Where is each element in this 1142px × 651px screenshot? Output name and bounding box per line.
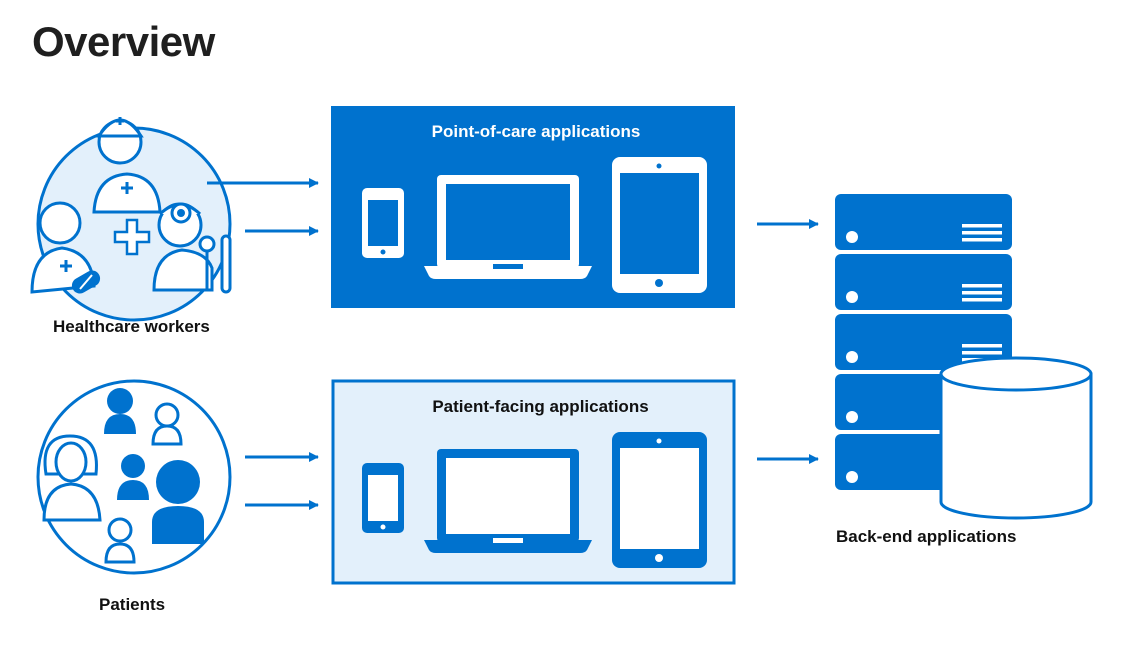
point-of-care-title: Point-of-care applications — [431, 122, 641, 141]
patients-label: Patients — [99, 595, 166, 614]
healthcare-workers-icon — [30, 117, 232, 322]
patient-filled-large-icon — [152, 460, 204, 544]
back-end-label: Back-end applications — [836, 527, 1017, 546]
phone-icon — [362, 463, 404, 533]
tablet-icon — [612, 432, 707, 568]
tablet-icon — [612, 157, 707, 293]
worker-right-icon — [152, 202, 232, 294]
doctor-center-icon — [92, 172, 162, 214]
patient-woman-icon — [42, 434, 102, 522]
patients-icon — [36, 379, 232, 575]
arrows — [207, 178, 819, 510]
patient-facing-box — [331, 379, 736, 585]
server-unit — [835, 194, 1012, 250]
page-title: Overview — [32, 18, 215, 65]
worker-left-icon — [30, 201, 101, 294]
healthcare-workers-label: Healthcare workers — [53, 317, 210, 336]
thermometer-icon — [198, 234, 232, 294]
laptop-icon — [424, 175, 592, 279]
server-unit — [835, 314, 1012, 370]
patient-outline-bottom-icon — [104, 517, 136, 564]
pill-icon — [71, 270, 101, 294]
nurse-top-icon — [96, 117, 144, 165]
patient-outline-small-icon — [151, 402, 183, 446]
medical-cross-icon — [113, 218, 151, 256]
patient-filled-small-icon — [104, 388, 136, 434]
phone-icon — [362, 188, 404, 258]
patient-facing-title: Patient-facing applications — [432, 397, 649, 416]
server-unit — [835, 254, 1012, 310]
point-of-care-box — [331, 106, 735, 308]
patient-filled-middle-icon — [117, 454, 149, 500]
database-icon — [939, 356, 1093, 520]
laptop-icon — [424, 449, 592, 553]
